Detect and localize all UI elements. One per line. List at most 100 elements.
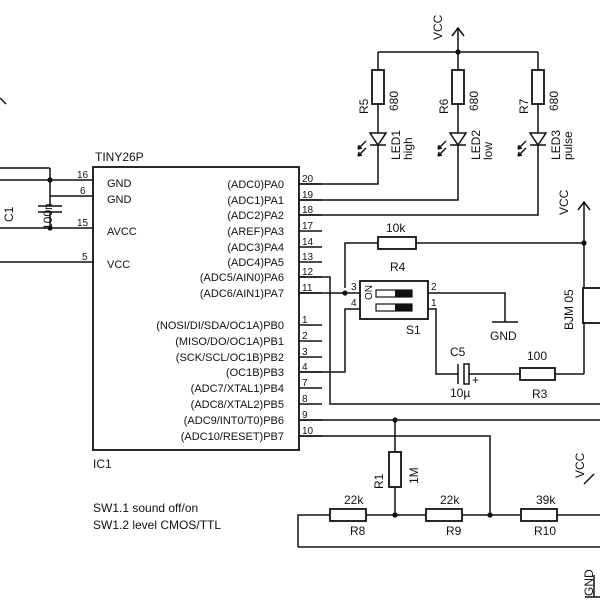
r9-value: 22k [440, 493, 460, 507]
divider-chain: 22k R8 22k R9 39k R10 [297, 493, 600, 548]
note-sw1-2: SW1.2 level CMOS/TTL [93, 518, 221, 532]
pin-label-9: (ADC9/INT0/T0)PB6 [184, 415, 284, 427]
gnd-label-s1: GND [490, 329, 517, 343]
pin-16: 16 [77, 170, 89, 181]
s1-pin2: 2 [431, 282, 437, 293]
s1-pin1: 1 [431, 298, 437, 309]
pin-number-18: 18 [302, 205, 314, 216]
s1-pin4: 4 [351, 298, 357, 309]
pin-label-18: (ADC2)PA2 [227, 210, 284, 222]
c5-value: 10µ [450, 386, 470, 400]
pin-number-10: 10 [302, 426, 314, 437]
c1-ref: C1 [2, 206, 16, 222]
pin-label-8: (ADC8/XTAL2)PB5 [191, 399, 284, 411]
gnd-s1: GND [428, 292, 518, 343]
capacitor-c5: C5 + 10µ [428, 308, 520, 400]
ic1-name: TINY26P [95, 150, 144, 164]
r8-value: 22k [344, 493, 364, 507]
resistor-ref-r5: R5 [357, 98, 371, 114]
pin-number-13: 13 [302, 252, 314, 263]
led-name-3: pulse [561, 131, 575, 160]
gnd-label-bottom: GND [582, 569, 596, 596]
r10-ref: R10 [534, 524, 556, 538]
switch-s1[interactable]: ON 3 4 2 1 S1 [351, 280, 437, 337]
buzzer-label: BJM 05 [562, 289, 576, 330]
vcc-label-right: VCC [557, 189, 571, 215]
wire-pb3 [299, 308, 360, 373]
capacitor-c1: C1 100n [2, 196, 62, 231]
resistor-ref-r7: R7 [517, 98, 531, 114]
r9-ref: R9 [446, 524, 462, 538]
buzzer-bjm05: BJM 05 [562, 243, 600, 374]
pin-label-20: (ADC0)PA0 [227, 179, 284, 191]
ic1-ref: IC1 [93, 457, 112, 471]
resistor-r1: R1 1M [372, 420, 421, 518]
label-gnd-1: GND [107, 178, 132, 190]
pin-label-11: (ADC6/AIN1)PA7 [200, 288, 284, 300]
led-name-2: low [481, 142, 495, 160]
r3-ref: R3 [532, 387, 548, 401]
pin-number-7: 7 [302, 378, 308, 389]
wire-pb7 [299, 435, 491, 515]
c5-plus: + [472, 373, 479, 387]
label-vcc: VCC [107, 259, 130, 271]
resistor-r4: 10k R4 [344, 221, 587, 288]
vcc-right: VCC [557, 189, 591, 243]
s1-ref: S1 [406, 323, 421, 337]
r3-value: 100 [527, 349, 547, 363]
note-sw1-1: SW1.1 sound off/on [93, 501, 198, 515]
s1-pin3: 3 [351, 282, 357, 293]
led-name-1: high [401, 137, 415, 160]
resistor-value-r6: 680 [467, 91, 481, 111]
r1-value: 1M [407, 467, 421, 484]
pin-label-17: (AREF)PA3 [227, 226, 284, 238]
ic1-right-pins: 20(ADC0)PA019(ADC1)PA118(ADC2)PA217(AREF… [156, 174, 322, 443]
pin-number-3: 3 [302, 347, 308, 358]
pin-number-20: 20 [302, 174, 314, 185]
pin-label-7: (ADC7/XTAL1)PB4 [191, 383, 284, 395]
resistor-value-r5: 680 [387, 91, 401, 111]
antenna-mark [0, 97, 7, 105]
pin-number-14: 14 [302, 237, 314, 248]
pin-label-10: (ADC10/RESET)PB7 [181, 431, 284, 443]
r4-value: 10k [386, 221, 406, 235]
pin-label-12: (ADC5/AIN0)PA6 [200, 272, 284, 284]
gnd-bottom: GND [582, 569, 600, 598]
label-avcc: AVCC [107, 226, 137, 238]
s1-on-label: ON [364, 285, 375, 300]
r4-ref: R4 [390, 260, 406, 274]
resistor-r3: 100 R3 [519, 349, 584, 401]
pin-5: 5 [82, 252, 88, 263]
c1-value: 100n [41, 203, 55, 230]
wire-pa0-led1 [299, 150, 379, 185]
label-gnd-2: GND [107, 194, 132, 206]
pin-6: 6 [80, 186, 86, 197]
r1-ref: R1 [372, 473, 386, 489]
pin-label-13: (ADC4)PA5 [227, 257, 284, 269]
pin-number-2: 2 [302, 331, 308, 342]
pin-number-19: 19 [302, 190, 314, 201]
led-ref-1: LED1 [389, 130, 403, 160]
resistor-ref-r6: R6 [437, 98, 451, 114]
vcc-label-bottom: VCC [573, 452, 587, 478]
resistor-value-r7: 680 [547, 91, 561, 111]
pin-number-17: 17 [302, 221, 314, 232]
pin-number-11: 11 [302, 283, 313, 294]
pin-label-14: (ADC3)PA4 [227, 242, 284, 254]
pin-label-3: (SCK/SCL/OC1B)PB2 [176, 352, 284, 364]
pin-15: 15 [77, 218, 89, 229]
led-ref-2: LED2 [469, 130, 483, 160]
pin-label-2: (MISO/DO/OC1A)PB1 [175, 336, 284, 348]
vcc-bottom: VCC [573, 452, 595, 485]
c5-ref: C5 [450, 345, 466, 359]
vcc-label-top: VCC [431, 14, 445, 40]
pin-number-12: 12 [302, 267, 314, 278]
wire-pa6 [299, 276, 600, 405]
ic1-left-pins: 16 6 15 5 GND GND AVCC VCC [0, 167, 137, 271]
pin-label-1: (NOSI/DI/SDA/OC1A)PB0 [156, 320, 284, 332]
